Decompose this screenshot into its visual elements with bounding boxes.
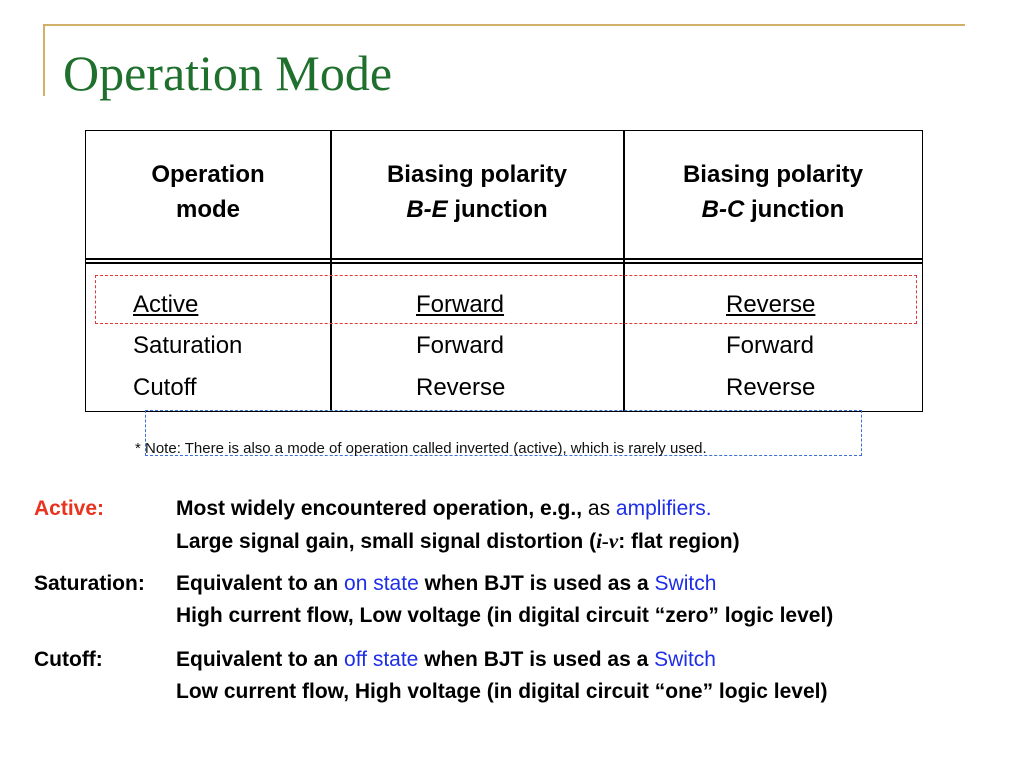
definition-text: when BJT is used as a xyxy=(418,648,655,671)
definition-text: : flat region) xyxy=(618,530,740,553)
active-line-2: Large signal gain, small signal distorti… xyxy=(176,526,740,557)
cell-bc-saturation: Forward xyxy=(726,332,815,359)
definition-text: Most widely encountered operation, e.g., xyxy=(176,497,588,520)
cell-mode-saturation: Saturation xyxy=(133,332,243,359)
inverted-mode-note: * Note: There is also a mode of operatio… xyxy=(135,440,707,457)
slide-frame-top xyxy=(43,24,965,26)
header-line: B-C junction xyxy=(624,192,922,227)
header-text: junction xyxy=(447,196,548,223)
cutoff-line-2: Low current flow, High voltage (in digit… xyxy=(176,680,828,703)
junction-symbol: B-E xyxy=(406,196,448,223)
column-divider xyxy=(330,131,332,411)
iv-term: i-v xyxy=(596,529,619,553)
header-line: mode xyxy=(175,196,240,223)
cell-be-saturation: Forward xyxy=(416,332,505,359)
header-operation-mode: Operation mode xyxy=(86,157,330,227)
cell-bc-cutoff: Reverse xyxy=(726,374,816,401)
header-rule xyxy=(86,258,922,260)
cell-bc-active: Reverse xyxy=(726,291,816,318)
slide-frame-left xyxy=(43,24,45,96)
header-bc-junction: Biasing polarity B-C junction xyxy=(624,157,922,227)
cell-be-cutoff: Reverse xyxy=(416,374,506,401)
note-highlight xyxy=(145,410,862,456)
active-line-1: Most widely encountered operation, e.g.,… xyxy=(176,494,712,524)
header-line: B-E junction xyxy=(331,192,623,227)
on-state-term: on state xyxy=(344,572,419,595)
header-text: junction xyxy=(744,196,845,223)
slide-title: Operation Mode xyxy=(63,45,393,101)
cell-be-active: Forward xyxy=(416,291,505,318)
header-rule xyxy=(86,262,922,264)
off-state-term: off state xyxy=(344,648,419,671)
junction-symbol: B-C xyxy=(701,196,745,223)
header-be-junction: Biasing polarity B-E junction xyxy=(331,157,623,227)
header-line: Biasing polarity xyxy=(386,161,568,188)
cutoff-label: Cutoff: xyxy=(34,648,103,671)
header-line: Operation xyxy=(151,161,265,188)
cutoff-line-1: Equivalent to an off state when BJT is u… xyxy=(176,645,716,675)
definition-text: Equivalent to an xyxy=(176,572,345,595)
active-row-highlight xyxy=(95,275,917,324)
cell-mode-cutoff: Cutoff xyxy=(133,374,197,401)
saturation-line-2: High current flow, Low voltage (in digit… xyxy=(176,604,834,627)
switch-term: Switch xyxy=(654,648,716,671)
definition-text: Equivalent to an xyxy=(176,648,345,671)
active-label: Active: xyxy=(34,497,105,520)
definition-text: Large signal gain, small signal distorti… xyxy=(176,530,597,553)
header-line: Biasing polarity xyxy=(682,161,864,188)
saturation-line-1: Equivalent to an on state when BJT is us… xyxy=(176,569,716,599)
cell-mode-active: Active xyxy=(133,291,199,318)
definition-text: as xyxy=(587,497,616,520)
definition-text: when BJT is used as a xyxy=(418,572,655,595)
amplifiers-term: amplifiers. xyxy=(615,497,712,520)
saturation-label: Saturation: xyxy=(34,572,145,595)
operation-mode-table: Operation mode Biasing polarity B-E junc… xyxy=(85,130,923,412)
column-divider xyxy=(623,131,625,411)
switch-term: Switch xyxy=(654,572,717,595)
